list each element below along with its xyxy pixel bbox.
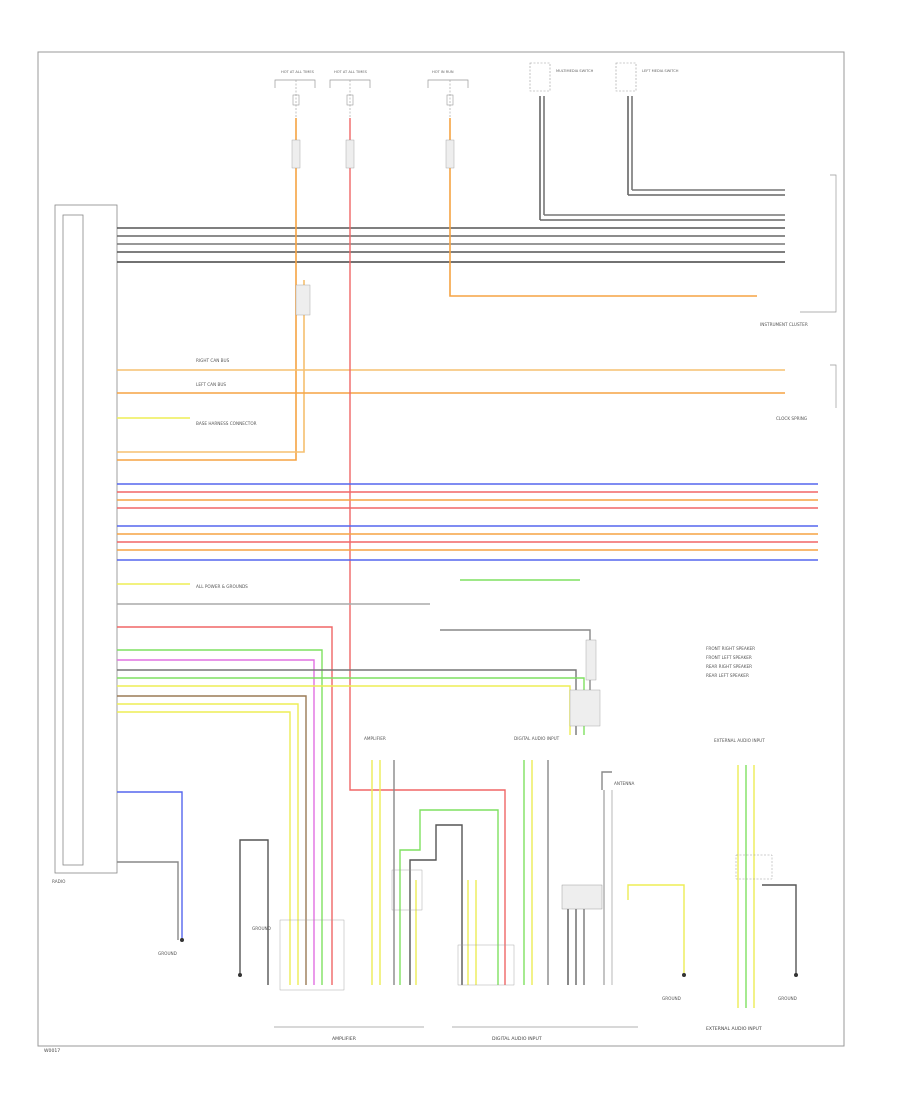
top-fuse-1: HOT AT ALL TIMES xyxy=(274,70,316,118)
ground-label: GROUND xyxy=(252,926,271,931)
right-brackets xyxy=(800,174,837,408)
bottom-module-2-label: DIGITAL AUDIO INPUT xyxy=(514,736,560,741)
bottom-module-3-label: ANTENNA xyxy=(614,781,634,786)
top-fuse-3-label: HOT IN RUN xyxy=(432,70,454,74)
legend-item: FRONT LEFT SPEAKER xyxy=(706,655,752,660)
amplifier-wires xyxy=(371,760,549,985)
antenna-wires xyxy=(239,765,797,1008)
top-switch-1: MULTIMEDIA SWITCH xyxy=(529,62,594,92)
bottom-module-1-label: AMPLIFIER xyxy=(364,736,386,741)
middle-note: ALL POWER & GROUNDS xyxy=(196,584,248,589)
data-bus-wires xyxy=(117,96,785,263)
main-module-label: RADIO xyxy=(52,879,66,884)
ground-icon xyxy=(180,938,184,942)
main-module: RADIO xyxy=(52,204,118,884)
bottom-module-4-label: EXTERNAL AUDIO INPUT xyxy=(714,738,765,743)
top-switch-2-label: LEFT MEDIA SWITCH xyxy=(642,69,679,73)
right-module-2-label: CLOCK SPRING xyxy=(776,416,807,421)
ground-label: GROUND xyxy=(158,951,177,956)
connector-ticks xyxy=(279,139,773,991)
right-module-1-label: INSTRUMENT CLUSTER xyxy=(760,322,808,327)
ground-icon xyxy=(238,973,242,977)
legend-item: REAR LEFT SPEAKER xyxy=(706,673,749,678)
left-note-2: LEFT CAN BUS xyxy=(196,382,226,387)
left-note-3: BASE HARNESS CONNECTOR xyxy=(196,421,257,426)
top-fuse-2-label: HOT AT ALL TIMES xyxy=(334,70,368,74)
page-label: W0017 xyxy=(44,1048,60,1054)
page-frame xyxy=(37,51,845,1047)
top-fuse-1-label: HOT AT ALL TIMES xyxy=(281,70,315,74)
ground-icon xyxy=(794,973,798,977)
speaker-wire-bundle xyxy=(117,483,818,561)
bottom-caption-3: EXTERNAL AUDIO INPUT xyxy=(706,1026,762,1032)
orange-feed-wires xyxy=(117,118,785,461)
top-switch-2: LEFT MEDIA SWITCH xyxy=(615,62,679,92)
lower-signal-wires xyxy=(117,579,591,985)
ground-label: GROUND xyxy=(662,996,681,1001)
top-switch-1-label: MULTIMEDIA SWITCH xyxy=(556,69,594,73)
top-fuse-2: HOT AT ALL TIMES xyxy=(329,70,371,118)
bottom-captions: AMPLIFIER DIGITAL AUDIO INPUT EXTERNAL A… xyxy=(274,1026,762,1042)
left-note-1: RIGHT CAN BUS xyxy=(196,358,230,363)
top-fuse-3: HOT IN RUN xyxy=(427,70,469,118)
legend: FRONT RIGHT SPEAKER FRONT LEFT SPEAKER R… xyxy=(706,646,755,678)
red-feed-wire xyxy=(117,118,506,985)
legend-item: FRONT RIGHT SPEAKER xyxy=(706,646,755,651)
bottom-caption-2: DIGITAL AUDIO INPUT xyxy=(492,1036,542,1042)
bottom-caption-1: AMPLIFIER xyxy=(332,1036,357,1042)
legend-item: REAR RIGHT SPEAKER xyxy=(706,664,752,669)
ground-label: GROUND xyxy=(778,996,797,1001)
ground-icon xyxy=(682,973,686,977)
